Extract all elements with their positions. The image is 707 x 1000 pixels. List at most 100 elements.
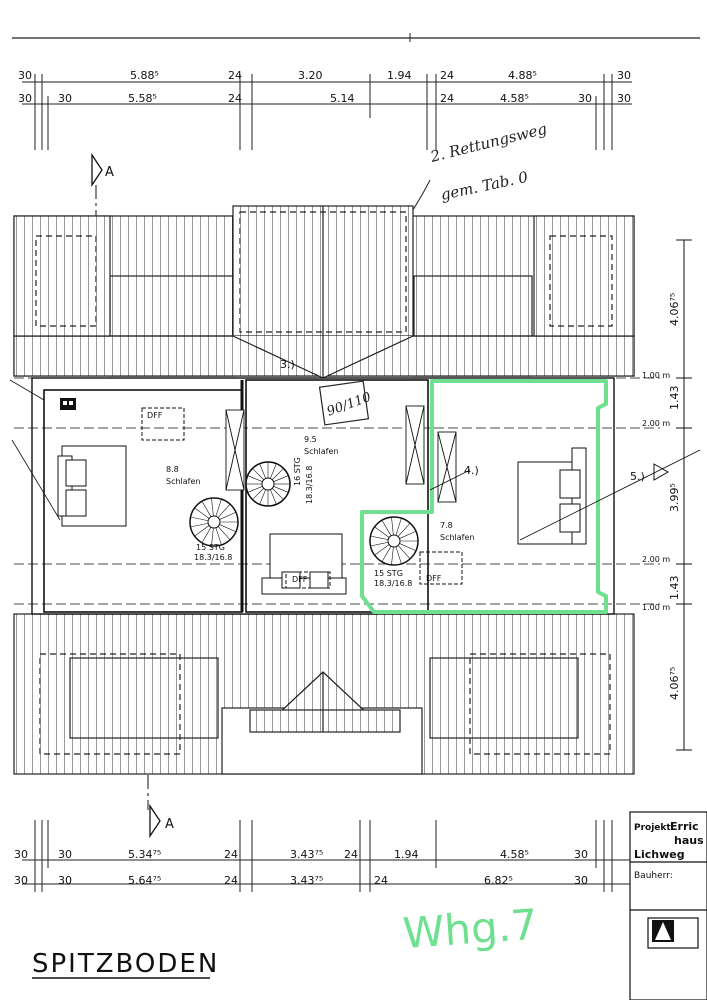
- spiral-stair-left: [189, 497, 239, 547]
- bot-dim-r2-4: 24: [224, 874, 238, 887]
- bot-dim-8: 4.58⁵: [500, 848, 529, 861]
- top-dim-r2-1: 30: [18, 92, 32, 105]
- marker-3: 3.): [280, 358, 295, 371]
- room3-window-label: DFF: [426, 574, 442, 583]
- title-block: [629, 811, 707, 1000]
- room1-area: 8.8: [166, 465, 179, 474]
- room1-name: Schlafen: [166, 477, 200, 486]
- top-dim-3: 24: [228, 69, 242, 82]
- project-value-2: haus: [674, 834, 704, 847]
- room3-stair: 15 STG: [374, 569, 403, 578]
- stair-step: [219, 524, 237, 533]
- stair-step: [399, 530, 417, 539]
- stair-step: [194, 525, 210, 537]
- handwritten-note-line1: 2. Rettungsweg: [428, 120, 549, 167]
- marker-4: 4.): [464, 464, 479, 477]
- stair-step: [252, 488, 264, 500]
- bottom-dimension-lines: [22, 820, 632, 892]
- project-value-3: Lichweg: [634, 848, 685, 861]
- top-dim-5: 1.94: [387, 69, 412, 82]
- bot-dim-r2-8: 30: [574, 874, 588, 887]
- stair-step: [190, 522, 209, 528]
- stair-step: [247, 486, 263, 493]
- room3-area: 7.8: [440, 521, 453, 530]
- stair-step: [395, 546, 402, 564]
- stair-step: [270, 463, 277, 479]
- stair-step: [259, 489, 266, 505]
- bot-dim-r2-7: 6.82⁵: [484, 874, 513, 887]
- stair-step: [270, 489, 277, 505]
- architect-logo-icon: [652, 920, 674, 942]
- stair-step: [397, 522, 411, 537]
- project-label: Projekt:: [634, 823, 674, 833]
- bot-dim-7: 1.94: [394, 848, 419, 861]
- top-dim-r2-3: 5.58⁵: [128, 92, 157, 105]
- top-dim-6: 24: [440, 69, 454, 82]
- stair-step: [215, 499, 222, 517]
- stair-step: [217, 526, 231, 541]
- bot-dim-5: 3.43⁷⁵: [290, 848, 323, 861]
- room3-name: Schlafen: [440, 533, 474, 542]
- right-dim-top-roof: 4.06⁷⁵: [668, 293, 681, 326]
- svg-text:A: A: [105, 165, 114, 180]
- stair-step: [211, 527, 214, 546]
- stair-step: [272, 468, 284, 480]
- room1-stair: 15 STG: [196, 543, 225, 552]
- svg-text:A: A: [165, 817, 174, 832]
- right-dim-level1: 1.00 m: [642, 371, 670, 380]
- bot-dim-r2-6: 24: [374, 874, 388, 887]
- right-dim-mid: 3.99⁵: [668, 483, 681, 512]
- bed-right: [517, 447, 587, 545]
- right-dim-bottom-roof: 4.06⁷⁵: [668, 667, 681, 700]
- unit-label: Whg.7: [401, 900, 539, 958]
- top-dim-r2-2: 30: [58, 92, 72, 105]
- stair-step: [211, 498, 214, 517]
- stair-step: [247, 475, 263, 482]
- bot-dim-r2-1: 30: [14, 874, 28, 887]
- room2-stair: 16 STG: [293, 457, 302, 486]
- stair-step: [217, 503, 231, 518]
- bot-dim-1: 30: [14, 848, 28, 861]
- stair-step: [219, 511, 237, 520]
- top-dim-4: 3.20: [298, 69, 323, 82]
- right-dim-level4: 1.00 m: [642, 603, 670, 612]
- stair-step: [391, 517, 394, 536]
- bot-dim-6: 24: [344, 848, 358, 861]
- right-dim-level3: 2.00 m: [642, 555, 670, 564]
- right-dimension-lines: [676, 239, 692, 751]
- shelves: [225, 405, 457, 503]
- level-lines: [14, 377, 660, 605]
- spiral-stair-right: [369, 516, 419, 566]
- right-dim-d2: 1.43: [668, 576, 681, 601]
- section-marker-top: A: [91, 152, 114, 188]
- bot-dim-3: 5.34⁷⁵: [128, 848, 161, 861]
- stair-step: [395, 518, 402, 536]
- stair-step: [397, 545, 411, 560]
- stair-step: [374, 544, 390, 556]
- highlighted-unit-outline: [360, 379, 608, 614]
- top-dim-r2-6: 24: [440, 92, 454, 105]
- stair-step: [381, 520, 392, 536]
- right-dim-level2: 2.00 m: [642, 419, 670, 428]
- stair-step: [252, 468, 264, 480]
- room2-stair-dim: 18.3/16.8: [305, 466, 314, 504]
- stair-step: [201, 527, 212, 543]
- room3-stair-dim: 18.3/16.8: [374, 579, 412, 588]
- room2-window-label: DFF: [292, 575, 308, 584]
- stair-step: [370, 541, 389, 547]
- stair-step: [370, 535, 389, 541]
- bot-dim-r2-2: 30: [58, 874, 72, 887]
- right-dim-d1: 1.43: [668, 386, 681, 411]
- top-dim-r2-8: 30: [578, 92, 592, 105]
- top-dim-1: 30: [18, 69, 32, 82]
- stair-step: [273, 475, 289, 482]
- sofa: [261, 533, 347, 595]
- room1-stair-dim: 18.3/16.8: [194, 553, 232, 562]
- top-dim-r2-7: 4.58⁵: [500, 92, 529, 105]
- roof-top: [13, 205, 635, 379]
- electrical-symbol-icon: [60, 398, 76, 410]
- bot-dim-2: 30: [58, 848, 72, 861]
- stair-step: [272, 488, 284, 500]
- plan-title: SPITZBODEN: [32, 949, 219, 979]
- bot-dim-r2-3: 5.64⁷⁵: [128, 874, 161, 887]
